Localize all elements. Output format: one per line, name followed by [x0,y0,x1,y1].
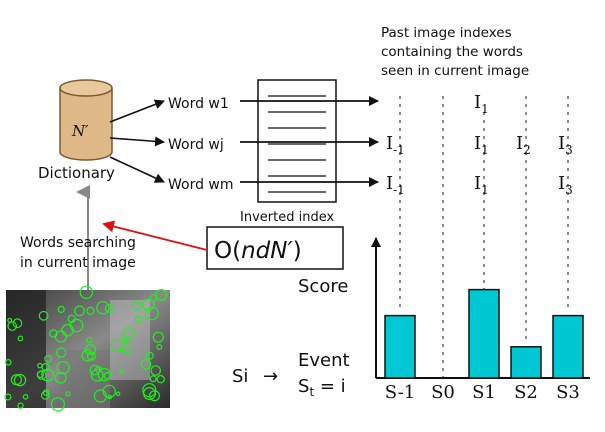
word-wm-label: Word wm [168,177,234,193]
tick-label-s1: S1 [472,382,496,403]
event-label: Event [298,350,350,371]
inverted-index-box [257,79,337,203]
complexity-box [206,226,344,270]
past-images-caption-line2: containing the words [381,44,523,60]
arrow-to-word-wm [109,156,165,183]
complexity-arrow [102,220,208,251]
arrow-to-word-w1 [109,99,165,123]
row3-I1: I1 [474,173,489,197]
event-si-label: Si [232,366,248,387]
bar-s-1 [384,314,416,379]
row3-I-1: I-1 [386,173,405,197]
tick-label-s0: S0 [431,382,455,403]
arrow-to-word-wj [109,136,165,147]
search-caption-line1: Words searching [20,235,136,251]
word-w1-label: Word w1 [168,96,229,112]
dictionary-cylinder: N′ [59,79,113,161]
row3-I3: I3 [558,173,573,197]
word-wj-label: Word wj [168,137,224,153]
inverted-index-label: Inverted index [240,210,334,225]
tick-label-s2: S2 [514,382,538,403]
bar-s1 [468,288,500,379]
score-ylabel: Score [298,276,348,297]
row2-I3: I3 [558,133,573,157]
dictionary-label: Dictionary [38,164,115,182]
tick-label-s-1: S-1 [385,382,416,403]
event-arrow: → [263,366,278,387]
tick-label-s3: S3 [556,382,580,403]
row2-I1: I1 [474,133,489,157]
row2-I2: I2 [516,133,531,157]
past-images-caption-line3: seen in current image [381,63,529,79]
score-chart: Score S-1 S0 S1 S2 S3 [298,237,590,403]
row1-I1: I1 [474,92,489,116]
column-guides [399,96,569,378]
event-equation: St = i [298,376,346,399]
row2-I-1: I-1 [386,133,405,157]
bar-s3 [552,314,584,379]
past-images-caption-line1: Past image indexes [381,25,512,41]
search-caption-line2: in current image [20,255,136,271]
feature-points [4,285,168,412]
current-image [4,285,170,412]
bar-s2 [510,346,542,379]
dictionary-symbol: N′ [71,122,89,140]
complexity-label: O(ndN′) [214,238,302,264]
